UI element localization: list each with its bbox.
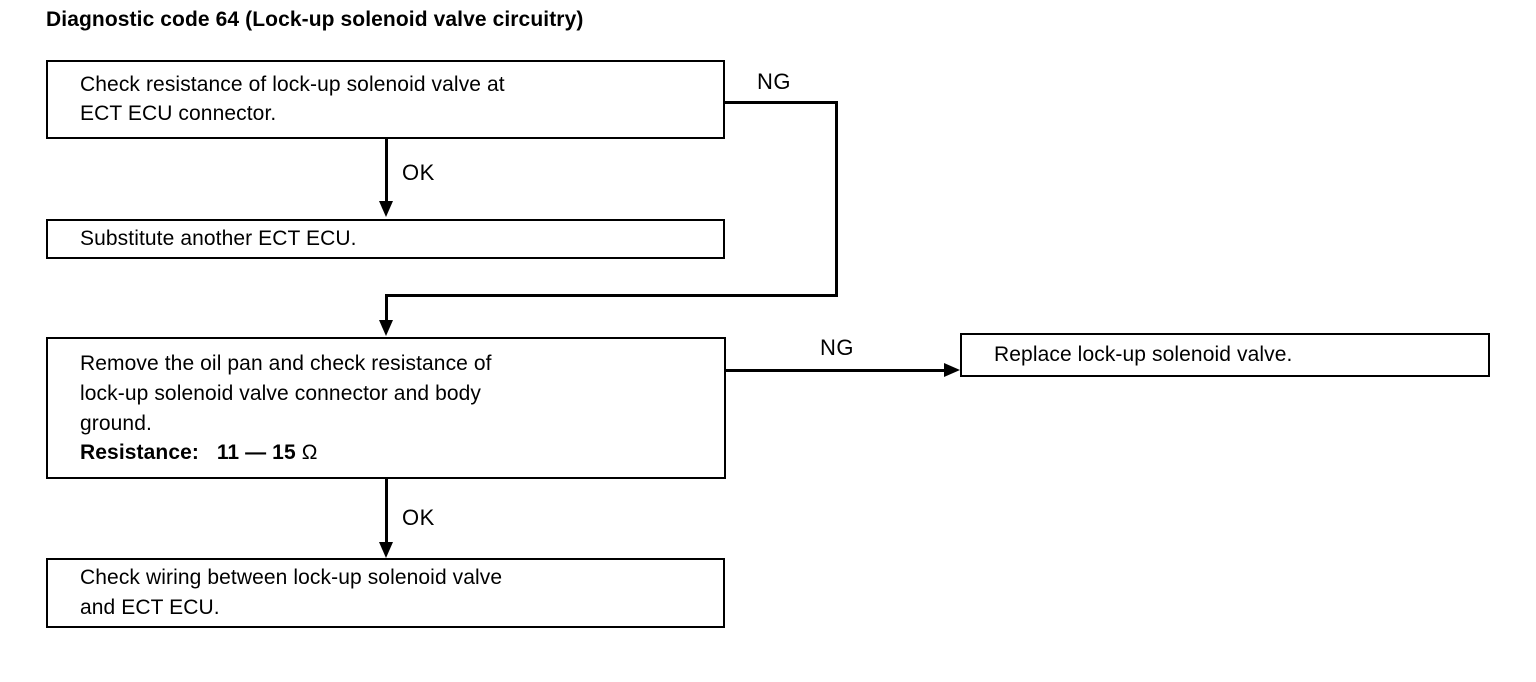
edge-ng-1-label: NG (757, 69, 791, 94)
node-check-wiring-label: Check wiring between lock-up solenoid va… (80, 566, 503, 619)
page-title: Diagnostic code 64 (Lock-up solenoid val… (46, 8, 584, 31)
node-replace-solenoid-valve: Replace lock-up solenoid valve. (960, 333, 1490, 377)
node-substitute-ect-ecu: Substitute another ECT ECU. (46, 219, 725, 259)
edge-ok-1-label: OK (402, 160, 435, 185)
edge-ng-2-line (724, 369, 946, 372)
resistance-spec-value: 11 — 15 (216, 441, 296, 465)
node-remove-oil-pan-text: Remove the oil pan and check resistance … (80, 349, 492, 468)
edge-ng-1-arrowhead (379, 320, 393, 336)
node-remove-oil-pan-label: Remove the oil pan and check resistance … (80, 352, 492, 435)
node-remove-oil-pan: Remove the oil pan and check resistance … (46, 337, 726, 479)
node-replace-solenoid-valve-label: Replace lock-up solenoid valve. (994, 343, 1293, 367)
edge-ok-2-line (385, 479, 388, 544)
edge-ok-1-arrowhead (379, 201, 393, 217)
node-check-resistance-ect-ecu: Check resistance of lock-up solenoid val… (46, 60, 725, 139)
edge-ok-2-arrowhead (379, 542, 393, 558)
edge-ng-1-segment-down2 (385, 294, 388, 324)
edge-ng-1-segment-left (385, 294, 838, 297)
node-check-wiring: Check wiring between lock-up solenoid va… (46, 558, 725, 628)
resistance-spec-unit: Ω (301, 441, 318, 465)
node-check-resistance-ect-ecu-label: Check resistance of lock-up solenoid val… (80, 72, 505, 126)
edge-ng-2-label: NG (820, 335, 854, 360)
edge-ng-2-arrowhead (944, 363, 960, 377)
edge-ng-1-segment-right (723, 101, 838, 104)
node-substitute-ect-ecu-label: Substitute another ECT ECU. (80, 227, 357, 251)
node-remove-oil-pan-spec: Resistance: 11 — 15 Ω (80, 438, 492, 468)
resistance-spec-label: Resistance: (80, 441, 199, 465)
edge-ok-1-line (385, 139, 388, 204)
edge-ng-1-segment-down (835, 101, 838, 297)
edge-ok-2-label: OK (402, 505, 435, 530)
